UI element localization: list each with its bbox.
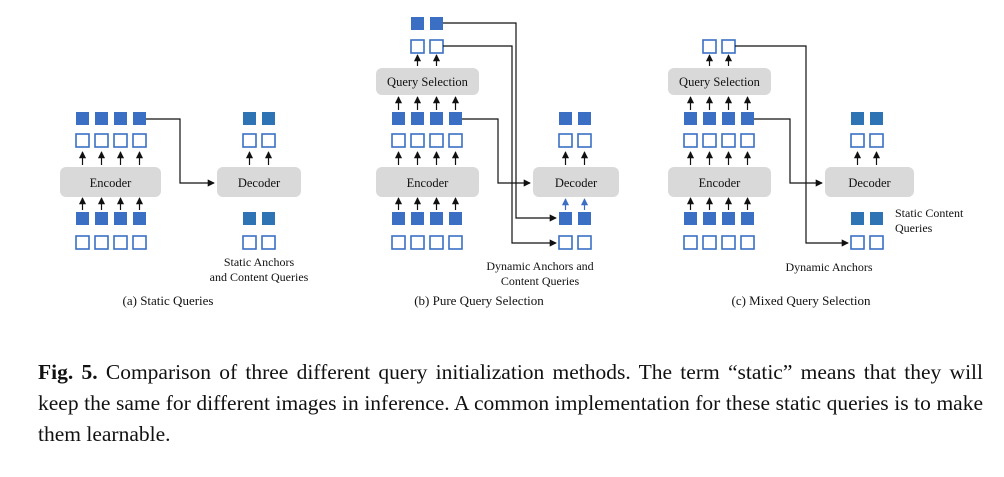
- panel-b-pure-query-selection: Encoder Query Selection: [376, 17, 619, 308]
- c-encoder-block: [668, 167, 771, 197]
- a-encoder-output-outline-row: [75, 133, 147, 148]
- b-anchor-arrow: [443, 45, 557, 247]
- b-encoder-output-outline-row: [391, 133, 463, 148]
- a-memory-arrow: [146, 118, 215, 187]
- a-encoder-input-outline-row: [75, 235, 147, 250]
- figure-label: Fig. 5.: [38, 360, 98, 384]
- b-annotation-line1: Dynamic Anchors and: [486, 259, 593, 273]
- c-query-selection-block: [668, 68, 771, 95]
- b-selection-output-arrows: [413, 54, 441, 66]
- c-annotation-static-line2: Queries: [895, 221, 933, 235]
- b-encoder-output-filled-row: [392, 112, 462, 125]
- a-decoder-output-arrows: [245, 151, 273, 165]
- b-selected-queries: [410, 17, 444, 54]
- c-subcaption: (c) Mixed Query Selection: [732, 293, 871, 308]
- c-anchor-arrow: [735, 45, 849, 247]
- c-decoder-block: [825, 167, 914, 197]
- a-encoder-block: [60, 167, 161, 197]
- b-decoder-queries: [558, 212, 592, 250]
- b-encoder-output-arrows: [394, 151, 460, 165]
- b-query-selection-label: Query Selection: [387, 75, 469, 89]
- c-encoder-output-filled-row: [684, 112, 754, 125]
- b-content-query-arrow: [443, 22, 557, 222]
- a-decoder-label: Decoder: [238, 176, 281, 190]
- c-annotation-static-line1: Static Content: [895, 206, 964, 220]
- c-decoder-outputs: [850, 112, 884, 148]
- b-decoder-label: Decoder: [555, 176, 598, 190]
- a-input-arrows: [78, 197, 144, 210]
- b-decoder-output-arrows: [561, 151, 589, 165]
- a-decoder-outputs: [242, 112, 276, 148]
- c-selected-anchors: [702, 39, 736, 54]
- b-query-selection-block: [376, 68, 479, 95]
- b-encoder-label: Encoder: [407, 176, 449, 190]
- b-memory-arrow: [462, 118, 531, 187]
- a-decoder-queries: [242, 212, 276, 250]
- c-decoder-queries: [850, 212, 884, 250]
- a-encoder-output-filled-row: [76, 112, 146, 125]
- c-selection-output-arrows: [705, 54, 733, 66]
- b-decoder-outputs: [558, 112, 592, 148]
- c-encoder-output-arrows: [686, 151, 752, 165]
- b-encoder-input-outline-row: [391, 235, 463, 250]
- a-output-arrows: [78, 151, 144, 165]
- a-annotation-line2: and Content Queries: [210, 270, 309, 284]
- figure-caption-text: Comparison of three different query init…: [38, 360, 984, 446]
- c-annotation-dynamic: Dynamic Anchors: [786, 260, 873, 274]
- b-annotation-line2: Content Queries: [501, 274, 580, 288]
- panel-c-mixed-query-selection: Encoder Query Selection: [668, 39, 964, 308]
- c-to-selection-arrows: [686, 96, 752, 110]
- a-encoder-label: Encoder: [90, 176, 132, 190]
- c-encoder-input-filled-row: [684, 212, 754, 225]
- c-query-selection-label: Query Selection: [679, 75, 761, 89]
- b-encoder-input-filled-row: [392, 212, 462, 225]
- b-encoder-block: [376, 167, 479, 197]
- b-subcaption: (b) Pure Query Selection: [414, 293, 544, 308]
- b-decoder-block: [533, 167, 619, 197]
- a-encoder-input-filled-row: [76, 212, 146, 225]
- c-encoder-input-outline-row: [683, 235, 755, 250]
- b-decoder-input-arrows: [561, 198, 589, 210]
- query-initialization-diagram: Encoder Decoder: [60, 17, 964, 308]
- c-input-arrows: [686, 197, 752, 210]
- c-decoder-output-arrows: [853, 151, 881, 165]
- c-decoder-label: Decoder: [848, 176, 891, 190]
- c-encoder-output-outline-row: [683, 133, 755, 148]
- a-annotation-line1: Static Anchors: [224, 255, 295, 269]
- figure-caption: Fig. 5. Comparison of three different qu…: [38, 357, 983, 450]
- b-input-arrows: [394, 197, 460, 210]
- c-encoder-label: Encoder: [699, 176, 741, 190]
- a-decoder-block: [217, 167, 301, 197]
- a-subcaption: (a) Static Queries: [123, 293, 214, 308]
- b-to-selection-arrows: [394, 96, 460, 110]
- panel-a-static-queries: Encoder Decoder: [60, 112, 309, 308]
